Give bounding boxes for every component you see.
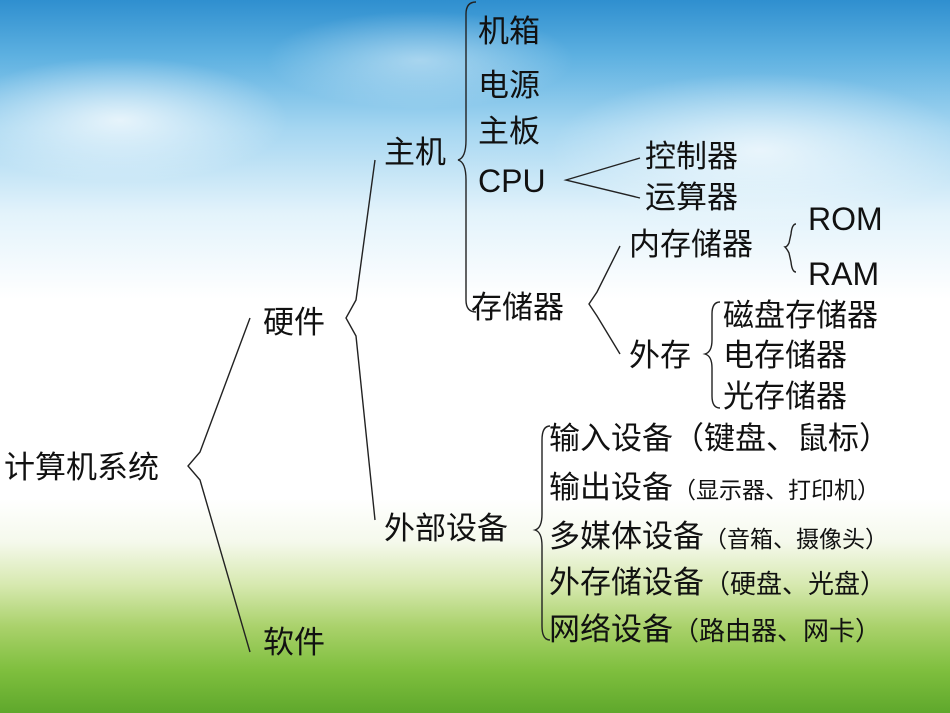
peripheral-name: 外存储设备 — [549, 565, 704, 601]
case-label: 机箱 — [478, 14, 540, 50]
host-brace — [457, 1, 477, 313]
external-storage-label: 外存 — [629, 338, 691, 374]
controller-label: 控制器 — [645, 139, 738, 175]
cpu-branch-lines — [563, 157, 641, 199]
peripheral-name: 多媒体设备 — [549, 519, 704, 555]
hardware-branch-lines — [345, 159, 376, 521]
hardware-label: 硬件 — [263, 305, 325, 341]
cpu-label: CPU — [478, 163, 546, 199]
peripheral-name: 输出设备 — [549, 470, 673, 506]
peripherals-label: 外部设备 — [384, 511, 508, 547]
peripheral-item: 外存储设备（硬盘、光盘） — [549, 565, 886, 601]
peripheral-detail: （键盘、鼠标） — [673, 421, 890, 457]
peripheral-item: 网络设备（路由器、网卡） — [549, 612, 881, 648]
peripheral-item: 多媒体设备（音箱、摄像头） — [549, 519, 888, 555]
peripheral-detail: （显示器、打印机） — [673, 478, 880, 504]
peripheral-name: 输入设备 — [549, 421, 673, 457]
peripheral-detail: （音箱、摄像头） — [704, 527, 888, 553]
internal-storage-label: 内存储器 — [629, 227, 753, 263]
ram-label: RAM — [808, 256, 879, 292]
peripheral-item: 输出设备（显示器、打印机） — [549, 470, 880, 506]
power-label: 电源 — [478, 68, 540, 104]
peripheral-detail: （硬盘、光盘） — [704, 570, 886, 600]
internal-brace — [783, 223, 797, 273]
storage-label: 存储器 — [471, 290, 564, 326]
peripheral-item: 输入设备（键盘、鼠标） — [549, 421, 890, 457]
motherboard-label: 主板 — [478, 114, 540, 150]
electric-storage-label: 电存储器 — [723, 338, 847, 374]
external-brace — [702, 301, 721, 409]
software-label: 软件 — [263, 625, 325, 661]
peripheral-list: 输入设备（键盘、鼠标） 输出设备（显示器、打印机） 多媒体设备（音箱、摄像头） … — [549, 421, 890, 648]
peripheral-name: 网络设备 — [549, 612, 673, 648]
optical-storage-label: 光存储器 — [723, 379, 847, 415]
rom-label: ROM — [808, 201, 883, 237]
disk-storage-label: 磁盘存储器 — [723, 298, 878, 334]
root-label: 计算机系统 — [4, 450, 159, 486]
peripheral-detail: （路由器、网卡） — [673, 617, 881, 647]
alu-label: 运算器 — [645, 180, 738, 216]
storage-branch-lines — [588, 245, 621, 355]
host-label: 主机 — [384, 135, 446, 171]
root-branch-lines — [187, 317, 251, 653]
peripheral-brace — [532, 425, 551, 641]
